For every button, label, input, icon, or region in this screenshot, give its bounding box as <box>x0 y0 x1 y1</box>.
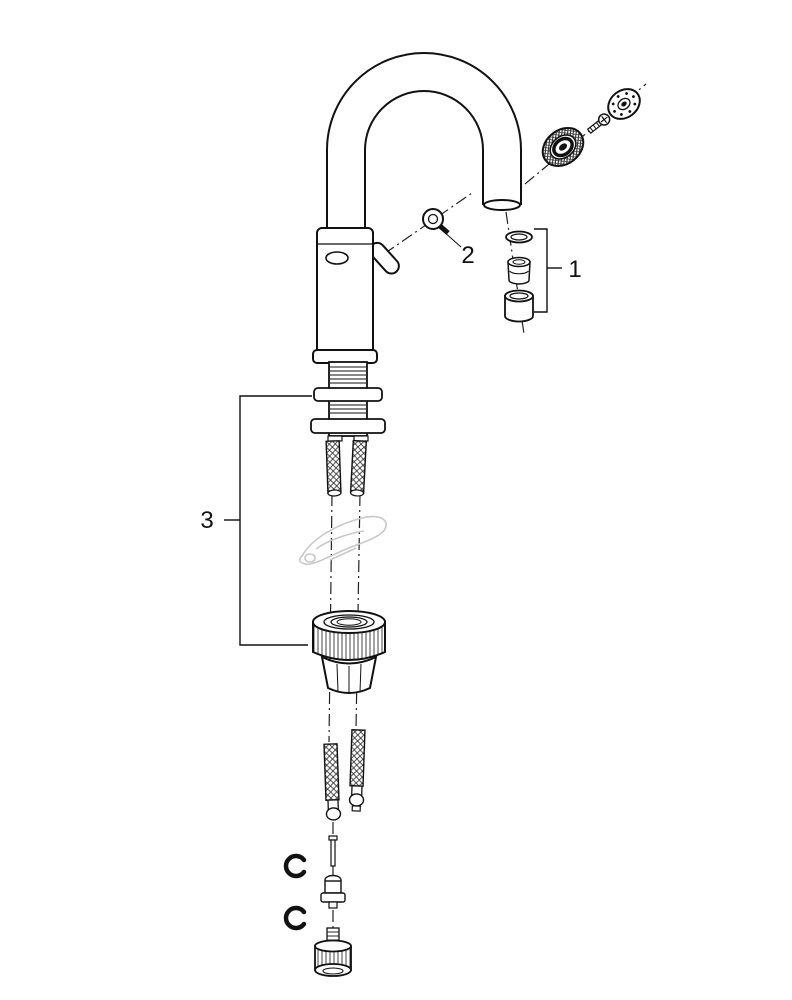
flange-disc <box>607 88 641 120</box>
part1-group <box>504 230 534 323</box>
mounting-nut <box>312 610 386 694</box>
callout-label-2: 2 <box>461 242 474 269</box>
aerator-ring <box>541 126 585 168</box>
hose-connector <box>320 874 346 909</box>
leader-part2-to-label <box>442 230 462 248</box>
body-base-collar <box>312 349 378 364</box>
spout-outlet <box>483 199 521 211</box>
part2-cartridge <box>422 208 462 248</box>
c-clip-lower <box>283 905 307 931</box>
faucet-body <box>312 227 400 364</box>
bottom-parts <box>283 835 352 977</box>
part1-sleeve <box>504 289 534 323</box>
thread-lines <box>330 366 366 414</box>
shank-washer-lower <box>310 418 386 434</box>
upper-hose-left <box>325 440 342 497</box>
screw <box>586 113 611 135</box>
bottom-fitting <box>314 927 352 977</box>
part1-insert <box>507 256 531 285</box>
axis-leader-lines <box>328 83 647 934</box>
brand-badge <box>325 251 349 265</box>
c-clip-upper <box>283 853 307 879</box>
upper-hose-right <box>349 439 368 497</box>
lower-hose-left <box>323 743 342 821</box>
ghost-outline <box>298 515 387 566</box>
callout-label-3: 3 <box>200 507 213 534</box>
lower-hoses <box>323 729 366 821</box>
gooseneck-spout <box>326 52 522 246</box>
shank-washer-upper <box>313 387 383 402</box>
upper-hoses <box>325 439 368 497</box>
lower-hose-right <box>348 729 366 812</box>
callout-bracket-1 <box>534 228 562 313</box>
part1-ring <box>505 230 533 244</box>
retaining-pin <box>328 835 338 867</box>
mounting-shank <box>310 361 386 442</box>
centerline-left-hose <box>328 493 333 743</box>
callout-bracket-3 <box>224 395 312 646</box>
callout-label-1: 1 <box>568 256 581 283</box>
